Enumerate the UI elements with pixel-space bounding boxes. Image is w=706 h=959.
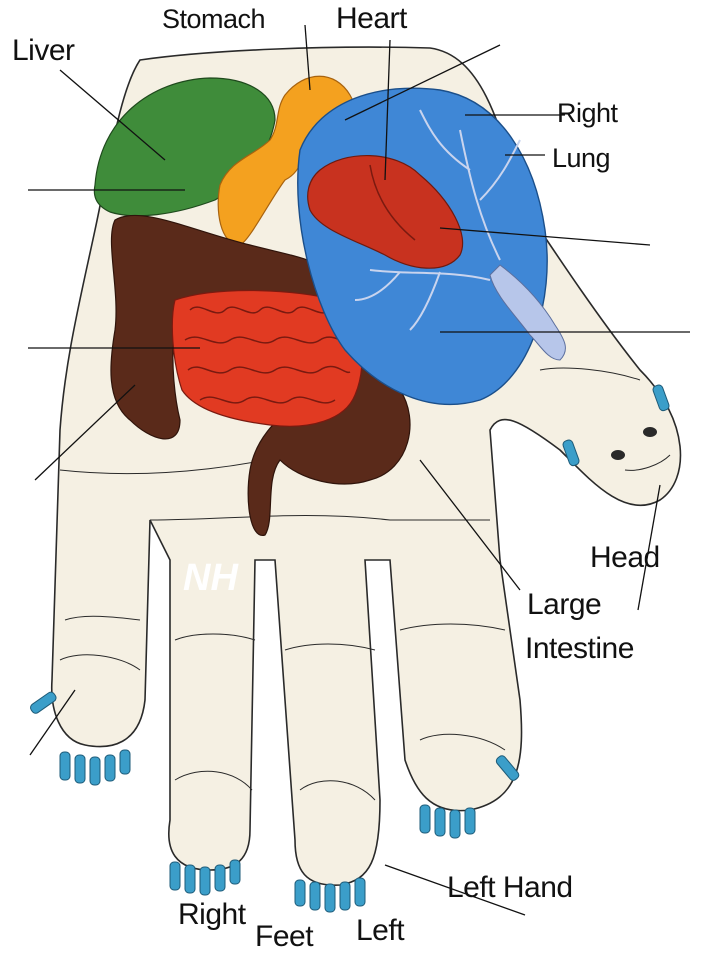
label-right: Right <box>557 100 618 127</box>
label-lung: Lung <box>552 145 610 172</box>
label-large: Large <box>527 590 601 620</box>
left-eye-icon <box>611 450 625 460</box>
label-heart: Heart <box>336 4 407 34</box>
label-left-hand: Left Hand <box>447 873 573 903</box>
label-left-foot: Left <box>356 916 404 946</box>
label-liver: Liver <box>12 36 75 66</box>
label-head: Head <box>590 543 660 573</box>
label-stomach: Stomach <box>162 6 265 33</box>
watermark: NH <box>183 557 239 599</box>
label-intestine: Intestine <box>525 634 634 664</box>
label-right-foot: Right <box>178 900 246 930</box>
label-feet: Feet <box>255 922 313 952</box>
right-eye-icon <box>643 427 657 437</box>
